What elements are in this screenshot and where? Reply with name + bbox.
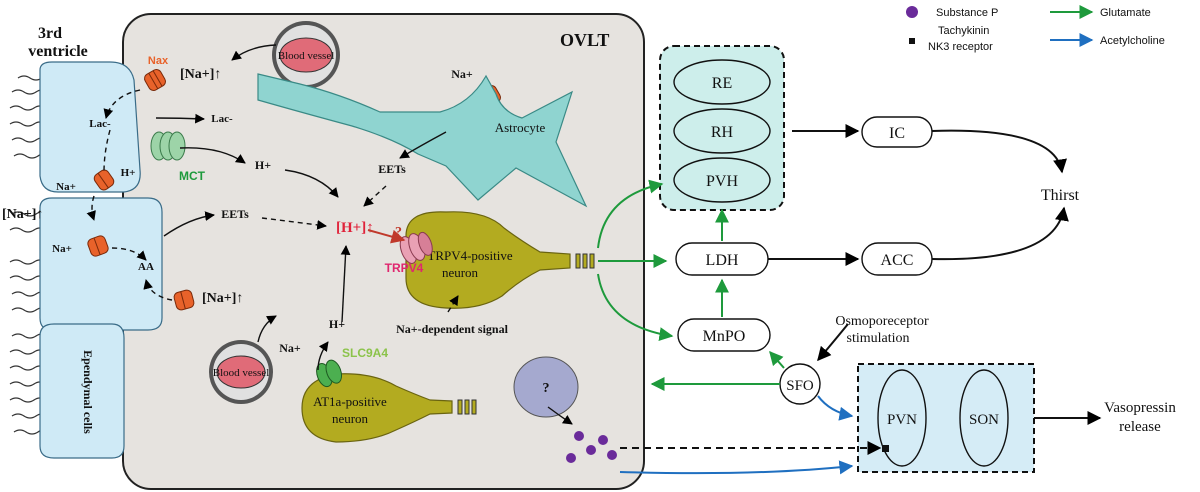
at1a-neuron-label-2: neuron [332, 411, 369, 426]
vaso-label-1: Vasopressin [1104, 400, 1176, 416]
node-acc-label: ACC [881, 252, 914, 269]
na-conc-top: [Na+]↑ [180, 67, 221, 82]
nax-channel-middle-left [87, 235, 109, 257]
substance-p-dot [586, 445, 596, 455]
slc9a4-exchanger [316, 359, 343, 388]
node-pvn [877, 369, 927, 467]
legend-nk3-mark [909, 38, 915, 44]
lac-outside-label: Lac- [211, 113, 233, 125]
na-plus-at1a-label: Na+ [279, 341, 301, 355]
node-rh [673, 108, 771, 154]
acetylcholine-arrows [619, 395, 854, 475]
ependymal-cell-bottom [39, 323, 125, 459]
unknown-cell [513, 356, 579, 418]
na-conc-left: [Na+]↑ [2, 207, 43, 222]
ovlt-title: OVLT [560, 30, 609, 50]
lac-inside-label: Lac- [89, 118, 111, 130]
vaso-label-2: release [1119, 419, 1161, 435]
trpv4-neuron-terminal [575, 253, 595, 269]
ventricle-label-1: 3rd [38, 25, 62, 42]
node-son-label: SON [969, 412, 999, 428]
pathway-arrows-black [768, 124, 1102, 425]
legend-substance-p-dot [906, 6, 918, 18]
h-conc-label: [H+]↑ [336, 220, 374, 236]
node-sfo-label: SFO [786, 378, 814, 394]
na-conc-mid: [Na+]↑ [202, 291, 243, 306]
trpv4-label: TRPV4 [385, 261, 424, 275]
trpv4-neuron-label-2: neuron [442, 265, 479, 280]
nax-channel-middle-bottom [173, 289, 195, 311]
node-rh-label: RH [711, 124, 734, 141]
trpv4-neuron [405, 211, 571, 309]
trpv4-channel [399, 231, 433, 264]
substance-p-dots [566, 431, 617, 463]
internal-arrows [155, 44, 573, 425]
legend: Substance P Tachykinin NK3 receptor Glut… [906, 5, 1165, 53]
legend-substance-p-label: Substance P [936, 7, 998, 19]
substance-p-dot [574, 431, 584, 441]
osmo-label-2: stimulation [847, 331, 910, 346]
node-re-label: RE [712, 75, 732, 92]
na-plus-astrocyte-label: Na+ [451, 67, 473, 81]
blood-vessel-bottom-label: Blood vessel [213, 367, 270, 379]
dashed-arrows [86, 89, 459, 313]
nax-label: Nax [148, 55, 169, 67]
h-plus-inside-label: H+ [121, 167, 136, 179]
ventricle-label-2: ventricle [28, 43, 88, 60]
nk3-receptor-mark [882, 445, 889, 452]
node-mnpo-label: MnPO [703, 328, 746, 345]
node-pvh-label: PVH [706, 173, 738, 190]
osmo-label-1: Osmoporeceptor [835, 314, 929, 329]
at1a-neuron-terminal [457, 399, 477, 415]
astrocyte-label: Astrocyte [495, 120, 546, 135]
blood-vessel-top: Blood vessel [272, 21, 340, 89]
legend-nk3-label-2: NK3 receptor [928, 41, 993, 53]
ependymal-label: Ependymal cells [81, 350, 95, 434]
eets-middle-label: EETs [221, 207, 249, 221]
ependymal-cell-top [39, 61, 141, 193]
legend-glutamate-label: Glutamate [1100, 7, 1151, 19]
substance-p-dot [607, 450, 617, 460]
na-plus-top-cell-label: Na+ [56, 181, 76, 193]
nax-channel-lower-top-cell [93, 169, 115, 191]
thirst-label: Thirst [1041, 187, 1080, 204]
na-signal-label: Na+-dependent signal [396, 322, 509, 336]
glutamate-arrows [597, 179, 785, 391]
at1a-neuron-label-1: AT1a-positive [313, 394, 387, 409]
node-mnpo [677, 318, 771, 352]
na-plus-middle-cell-label: Na+ [52, 243, 72, 255]
substance-p-dot [598, 435, 608, 445]
slc9a4-label: SLC9A4 [342, 346, 388, 360]
mct-label: MCT [179, 169, 206, 183]
mct-transporter [150, 131, 186, 161]
node-re [673, 59, 771, 105]
unknown-cell-question: ? [543, 381, 550, 396]
legend-acetylcholine-label: Acetylcholine [1100, 35, 1165, 47]
node-pvh [673, 157, 771, 203]
node-pvn-label: PVN [887, 412, 917, 428]
node-ldh-label: LDH [706, 252, 739, 269]
legend-nk3-label-1: Tachykinin [938, 25, 989, 37]
h-plus-mct-label: H+ [255, 158, 271, 172]
astrocyte-cell [257, 73, 588, 208]
eets-astrocyte-label: EETs [378, 162, 406, 176]
nax-channel-top [144, 69, 166, 91]
aa-label: AA [138, 261, 154, 273]
blood-vessel-bottom: Blood vessel [209, 340, 273, 404]
node-ic [861, 116, 933, 148]
node-ic-label: IC [889, 125, 905, 142]
node-son [959, 369, 1009, 467]
substance-p-dot [566, 453, 576, 463]
red-arrow-h-to-trpv4 [367, 229, 406, 244]
h-plus-at1a-label: H+ [329, 317, 345, 331]
blood-vessel-top-label: Blood vessel [278, 50, 335, 62]
trpv4-neuron-label-1: TRPV4-positive [427, 248, 512, 263]
